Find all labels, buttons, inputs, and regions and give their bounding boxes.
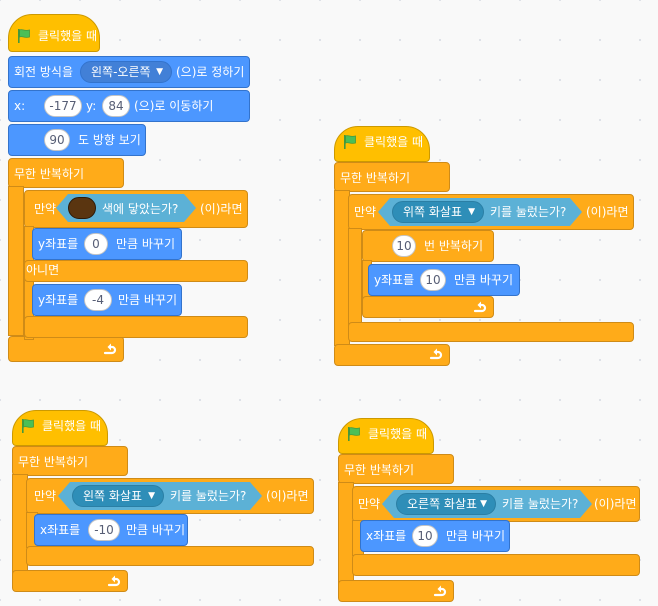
- if-else-footer: [24, 316, 248, 338]
- change-y-suffix-2: 만큼 바꾸기: [118, 293, 178, 307]
- repeat-block[interactable]: [362, 230, 494, 262]
- change-x-label: x좌표를: [40, 523, 81, 537]
- goto-suffix: (으)로 이동하기: [134, 99, 214, 113]
- chevron-down-icon: ▼: [156, 67, 163, 77]
- forever-footer: [334, 344, 450, 366]
- if-label: 만약: [34, 202, 57, 216]
- forever-arm: [8, 186, 24, 336]
- rotation-style-dropdown[interactable]: 왼쪽-오른쪽 ▼: [80, 61, 172, 83]
- change-y-label: y좌표를: [374, 273, 415, 287]
- then-label: (이)라면: [586, 205, 629, 219]
- key-dropdown[interactable]: 위쪽 화살표 ▼: [392, 201, 484, 223]
- change-y-label-1: y좌표를: [38, 237, 79, 251]
- green-flag-icon: [16, 28, 32, 44]
- rotation-prefix: 회전 방식을: [14, 65, 74, 79]
- forever-footer: [12, 570, 128, 592]
- forever-block[interactable]: [334, 162, 450, 192]
- goto-y-label: y:: [86, 99, 97, 113]
- repeat-arrow-icon: [432, 583, 448, 599]
- green-flag-icon: [20, 418, 36, 434]
- point-in-direction-block[interactable]: [8, 124, 146, 156]
- repeat-arrow-icon: [472, 299, 488, 315]
- forever-block[interactable]: [12, 446, 128, 476]
- key-dropdown[interactable]: 왼쪽 화살표 ▼: [72, 485, 164, 507]
- change-y-label-2: y좌표를: [38, 293, 79, 307]
- direction-input[interactable]: 90: [44, 129, 70, 151]
- key-value: 오른쪽 화살표: [407, 497, 478, 511]
- if-label: 만약: [354, 205, 377, 219]
- goto-x-label: x:: [14, 99, 26, 113]
- change-y-input[interactable]: 10: [420, 269, 446, 291]
- forever-block[interactable]: [338, 454, 454, 484]
- change-y-block[interactable]: [368, 264, 520, 296]
- if-footer: [348, 322, 634, 342]
- change-y-input-2[interactable]: -4: [84, 289, 112, 311]
- if-label: 만약: [34, 489, 57, 503]
- forever-label: 무한 반복하기: [344, 463, 415, 477]
- if-arm: [24, 226, 34, 340]
- goto-y-input[interactable]: 84: [102, 95, 130, 117]
- repeat-arrow-icon: [102, 341, 118, 357]
- change-y-suffix-1: 만큼 바꾸기: [116, 237, 176, 251]
- repeat-arrow-icon: [106, 573, 122, 589]
- repeat-label: 번 반복하기: [424, 239, 484, 253]
- key-suffix: 키를 눌렀는가?: [170, 489, 247, 503]
- else-bar: [24, 260, 248, 282]
- then-label: (이)라면: [200, 202, 243, 216]
- if-label: 만약: [358, 497, 381, 511]
- forever-block[interactable]: [8, 158, 124, 188]
- repeat-arrow-icon: [428, 346, 444, 362]
- key-dropdown[interactable]: 오른쪽 화살표 ▼: [396, 493, 496, 515]
- key-value: 위쪽 화살표: [403, 205, 463, 219]
- repeat-footer: [362, 296, 494, 318]
- change-x-input[interactable]: -10: [88, 519, 120, 541]
- key-value: 왼쪽 화살표: [83, 489, 143, 503]
- direction-label: 도 방향 보기: [78, 133, 141, 147]
- goto-x-input[interactable]: -177: [44, 95, 82, 117]
- forever-footer: [338, 580, 454, 602]
- color-swatch[interactable]: [68, 197, 96, 219]
- rotation-suffix: (으)로 정하기: [176, 65, 245, 79]
- hat-label: 클릭했을 때: [38, 29, 98, 43]
- then-label: (이)라면: [266, 489, 309, 503]
- then-label: (이)라면: [594, 497, 637, 511]
- hat-label: 클릭했을 때: [368, 427, 428, 441]
- chevron-down-icon: ▼: [148, 491, 155, 501]
- if-footer: [26, 546, 314, 566]
- hat-label: 클릭했을 때: [364, 135, 424, 149]
- green-flag-icon: [342, 134, 358, 150]
- key-suffix: 키를 눌렀는가?: [490, 205, 567, 219]
- change-y-suffix: 만큼 바꾸기: [454, 273, 514, 287]
- repeat-count-input[interactable]: 10: [392, 235, 416, 257]
- change-x-label: x좌표를: [366, 529, 407, 543]
- chevron-down-icon: ▼: [480, 499, 487, 509]
- forever-footer: [8, 336, 124, 362]
- else-label: 아니면: [26, 263, 60, 277]
- change-x-suffix: 만큼 바꾸기: [126, 523, 186, 537]
- if-footer: [352, 554, 640, 576]
- when-flag-clicked-hat[interactable]: [338, 418, 434, 454]
- forever-label: 무한 반복하기: [340, 171, 411, 185]
- forever-label: 무한 반복하기: [18, 455, 89, 469]
- if-arm: [348, 228, 362, 326]
- chevron-down-icon: ▼: [468, 207, 475, 217]
- hat-label: 클릭했을 때: [42, 419, 102, 433]
- change-y-input-1[interactable]: 0: [84, 233, 108, 255]
- rotation-style-value: 왼쪽-오른쪽: [91, 65, 151, 79]
- change-x-input[interactable]: 10: [412, 525, 438, 547]
- when-flag-clicked-hat[interactable]: [334, 126, 430, 162]
- key-suffix: 키를 눌렀는가?: [502, 497, 579, 511]
- green-flag-icon: [346, 426, 362, 442]
- touching-color-label: 색에 닿았는가?: [102, 202, 179, 216]
- change-x-suffix: 만큼 바꾸기: [446, 529, 506, 543]
- forever-label: 무한 반복하기: [14, 167, 85, 181]
